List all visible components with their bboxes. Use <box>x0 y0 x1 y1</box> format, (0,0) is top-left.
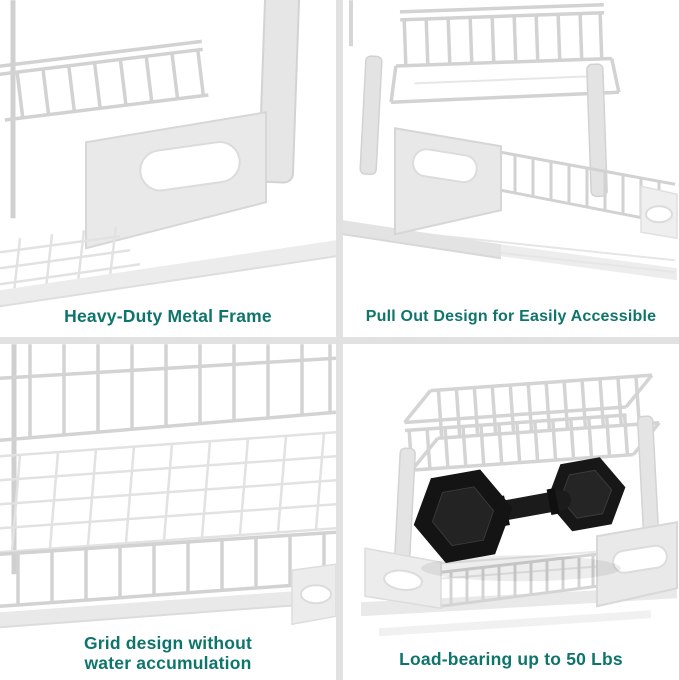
side-panel <box>85 111 267 250</box>
tray-right-panel <box>596 520 678 607</box>
slide-rail <box>0 240 336 307</box>
handle-cutout <box>412 148 478 184</box>
dumbbell-right-head <box>546 456 626 531</box>
front-wire-fence <box>440 552 598 608</box>
slide-rail-left <box>343 220 501 259</box>
front-rail <box>0 587 336 627</box>
quadrant-bottom-left: Grid design without water accumulation <box>0 343 336 680</box>
tray-rail-lower <box>379 609 651 636</box>
handle-cutout <box>300 583 332 604</box>
dumbbell <box>413 456 626 581</box>
handle-cutout <box>612 544 668 574</box>
caption-heavy-duty: Heavy-Duty Metal Frame <box>64 305 272 326</box>
grid-base-closeup-photo <box>0 343 336 628</box>
back-wire-fence <box>0 39 209 122</box>
back-wire-fence <box>0 343 336 442</box>
grid-base <box>0 226 141 293</box>
quadrant-top-right: Pull Out Design for Easily Accessible <box>343 0 679 337</box>
handle-cutout <box>383 569 423 591</box>
frame-post-right <box>586 63 608 198</box>
side-end-panel <box>291 562 336 625</box>
top-basket <box>389 2 621 104</box>
rack-with-dumbbell-photo <box>361 372 678 636</box>
caption-load-bearing: Load-bearing up to 50 Lbs <box>399 649 623 670</box>
pull-out-rack-photo <box>343 0 678 281</box>
top-basket <box>403 372 661 472</box>
caption-grid-design: Grid design without water accumulation <box>83 632 253 674</box>
drawer-side-panel <box>394 127 502 236</box>
drawer-end-panel <box>640 185 678 240</box>
handle-cutout <box>139 141 241 192</box>
caption-pull-out: Pull Out Design for Easily Accessible <box>365 307 657 325</box>
quadrant-bottom-right: Load-bearing up to 50 Lbs <box>343 343 679 680</box>
front-wire-fence <box>0 530 336 608</box>
grid-base <box>0 430 336 553</box>
metal-frame-closeup-photo <box>0 0 336 308</box>
dumbbell-left-head <box>413 469 513 563</box>
handle-cutout <box>645 205 673 224</box>
quadrant-top-left: Heavy-Duty Metal Frame <box>0 0 336 337</box>
frame-post-left <box>359 55 383 176</box>
frame-post <box>257 0 301 184</box>
tray-left-panel <box>364 546 442 609</box>
